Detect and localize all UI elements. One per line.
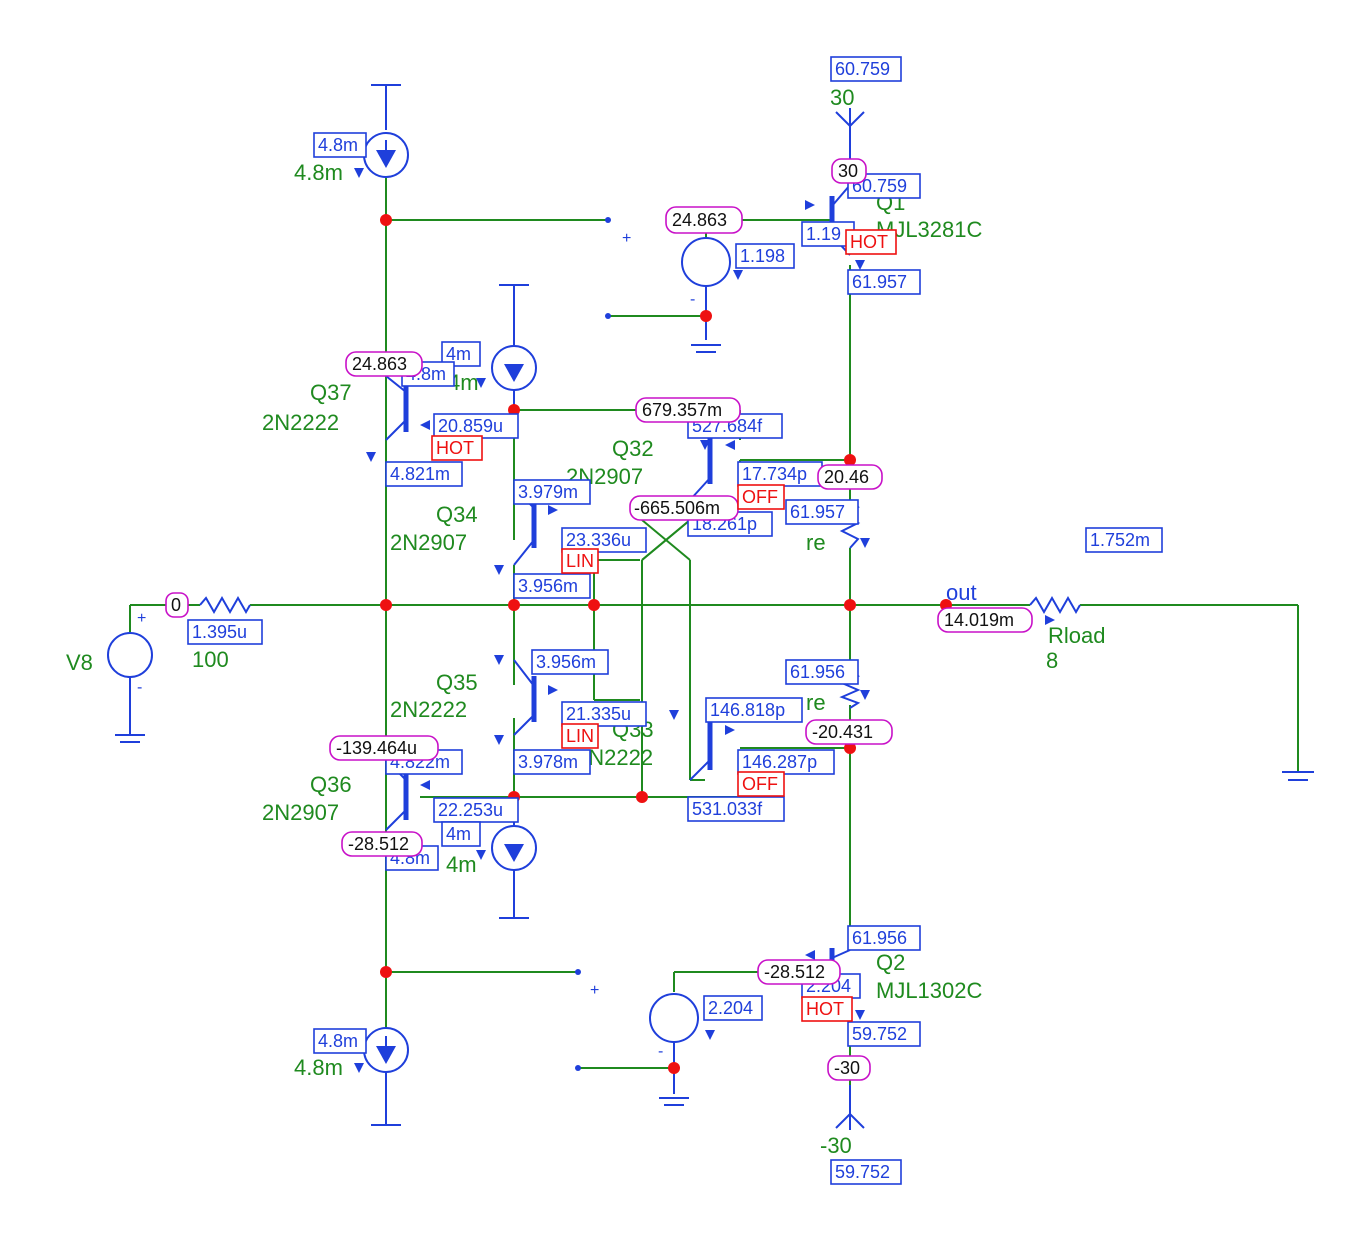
current-61956-re: 61.956 (790, 662, 845, 682)
current-source-top[interactable] (363, 84, 409, 178)
label-re-bottom: re (806, 690, 826, 715)
label-q35-model: 2N2222 (390, 697, 467, 722)
current-1752m: 1.752m (1090, 530, 1150, 550)
junction-nodes (380, 214, 952, 1074)
label-v8-value: 100 (192, 647, 229, 672)
voltage-0: 0 (171, 595, 181, 615)
voltage-665506m: -665.506m (634, 498, 720, 518)
current-17734p: 17.734p (742, 464, 807, 484)
warning-hot-q37: HOT (436, 438, 474, 458)
label-i-bottom: 4.8m (294, 1055, 343, 1080)
warning-off-q33: OFF (742, 774, 778, 794)
plus-sign-v8: + (137, 610, 146, 627)
label-q35: Q35 (436, 670, 478, 695)
label-re-top: re (806, 530, 826, 555)
current-59752-bottom: 59.752 (835, 1162, 890, 1182)
label-rload: Rload (1048, 623, 1105, 648)
current-1395u: 1.395u (192, 622, 247, 642)
current-22253u: 22.253u (438, 800, 503, 820)
voltage-24863-source: 24.863 (672, 210, 727, 230)
warning-lin-q34: LIN (566, 551, 594, 571)
current-21335u: 21.335u (566, 704, 631, 724)
voltage-2046: 20.46 (824, 467, 869, 487)
current-146287p: 146.287p (742, 752, 817, 772)
current-source-mid-top[interactable] (491, 284, 537, 410)
plus-sign-q2: + (590, 982, 599, 999)
component-labels: 4.8m 4.8m 4m 4m V8 100 Q37 2N2222 Q36 2N… (66, 85, 1105, 1158)
current-3956m-q35: 3.956m (536, 652, 596, 672)
current-3978m: 3.978m (518, 752, 578, 772)
current-4821m: 4.821m (390, 464, 450, 484)
voltage-14019m: 14.019m (944, 610, 1014, 630)
resistor-input[interactable] (199, 595, 251, 615)
label-q34: Q34 (436, 502, 478, 527)
label-i-top: 4.8m (294, 160, 343, 185)
current-1198-source: 1.198 (740, 246, 785, 266)
voltage-20431: -20.431 (812, 722, 873, 742)
current-4m-bottom: 4m (446, 824, 471, 844)
current-2204-source: 2.204 (708, 998, 753, 1018)
current-60759-q1: 60.759 (852, 176, 907, 196)
wires (129, 178, 1299, 1105)
voltage-679357m: 679.357m (642, 400, 722, 420)
voltage-139464u: -139.464u (336, 738, 417, 758)
current-61956-q2: 61.956 (852, 928, 907, 948)
voltage-28512-q36: -28.512 (348, 834, 409, 854)
transistor-leads (385, 184, 851, 1001)
warning-labels: HOT HOT OFF LIN LIN OFF HOT (431, 229, 897, 1022)
label-q37: Q37 (310, 380, 352, 405)
current-146818p: 146.818p (710, 700, 785, 720)
current-arrows (354, 168, 1055, 1073)
label-q2-model: MJL1302C (876, 978, 983, 1003)
voltage-minus-30: -30 (834, 1058, 860, 1078)
warning-hot-q2: HOT (806, 999, 844, 1019)
rail-minus-30 (835, 1085, 865, 1130)
label-rload-value: 8 (1046, 648, 1058, 673)
voltage-28512-q2: -28.512 (764, 962, 825, 982)
label-q32: Q32 (612, 436, 654, 461)
warning-lin-q35: LIN (566, 726, 594, 746)
current-source-bottom[interactable] (363, 1027, 409, 1126)
current-4m-top: 4m (446, 344, 471, 364)
label-q2: Q2 (876, 950, 905, 975)
symbols (107, 84, 1314, 1130)
voltage-labels: 30 24.863 24.863 679.357m 20.46 -665.506… (165, 158, 1033, 1081)
warning-hot-q1: HOT (850, 232, 888, 252)
label-q36-model: 2N2907 (262, 800, 339, 825)
label-i-mid-bottom: 4m (446, 852, 477, 877)
current-61957-re: 61.957 (790, 502, 845, 522)
label-q37-model: 2N2222 (262, 410, 339, 435)
current-4-8m-top: 4.8m (318, 135, 358, 155)
current-60759-top: 60.759 (835, 59, 890, 79)
warning-off-q32: OFF (742, 487, 778, 507)
current-23336u: 23.336u (566, 530, 631, 550)
current-20859u: 20.859u (438, 416, 503, 436)
current-4-8m-bottom: 4.8m (318, 1031, 358, 1051)
voltage-24863-q37: 24.863 (352, 354, 407, 374)
label-out: out (946, 580, 977, 605)
resistor-rload[interactable] (1029, 595, 1081, 615)
voltage-source-v8[interactable] (107, 632, 153, 736)
current-59752-q2: 59.752 (852, 1024, 907, 1044)
label-v8: V8 (66, 650, 93, 675)
current-3979m: 3.979m (518, 482, 578, 502)
current-3956m-q34: 3.956m (518, 576, 578, 596)
label-vplus: 30 (830, 85, 854, 110)
current-61957-q1-emitter: 61.957 (852, 272, 907, 292)
label-q36: Q36 (310, 772, 352, 797)
rail-plus-30 (835, 108, 865, 160)
terminals (575, 217, 611, 1071)
current-1198-q1-base: 1.19 (806, 224, 841, 244)
minus-sign-q2: - (658, 1043, 663, 1060)
label-q34-model: 2N2907 (390, 530, 467, 555)
plus-sign-q1: + (622, 230, 631, 247)
voltage-source-q2-bias[interactable] (649, 993, 699, 1099)
label-vminus: -30 (820, 1133, 852, 1158)
minus-sign-v8: - (137, 679, 142, 696)
voltage-30: 30 (838, 161, 858, 181)
current-531033f: 531.033f (692, 799, 763, 819)
minus-sign-q1: - (690, 291, 695, 308)
ground-rload (1282, 771, 1314, 781)
